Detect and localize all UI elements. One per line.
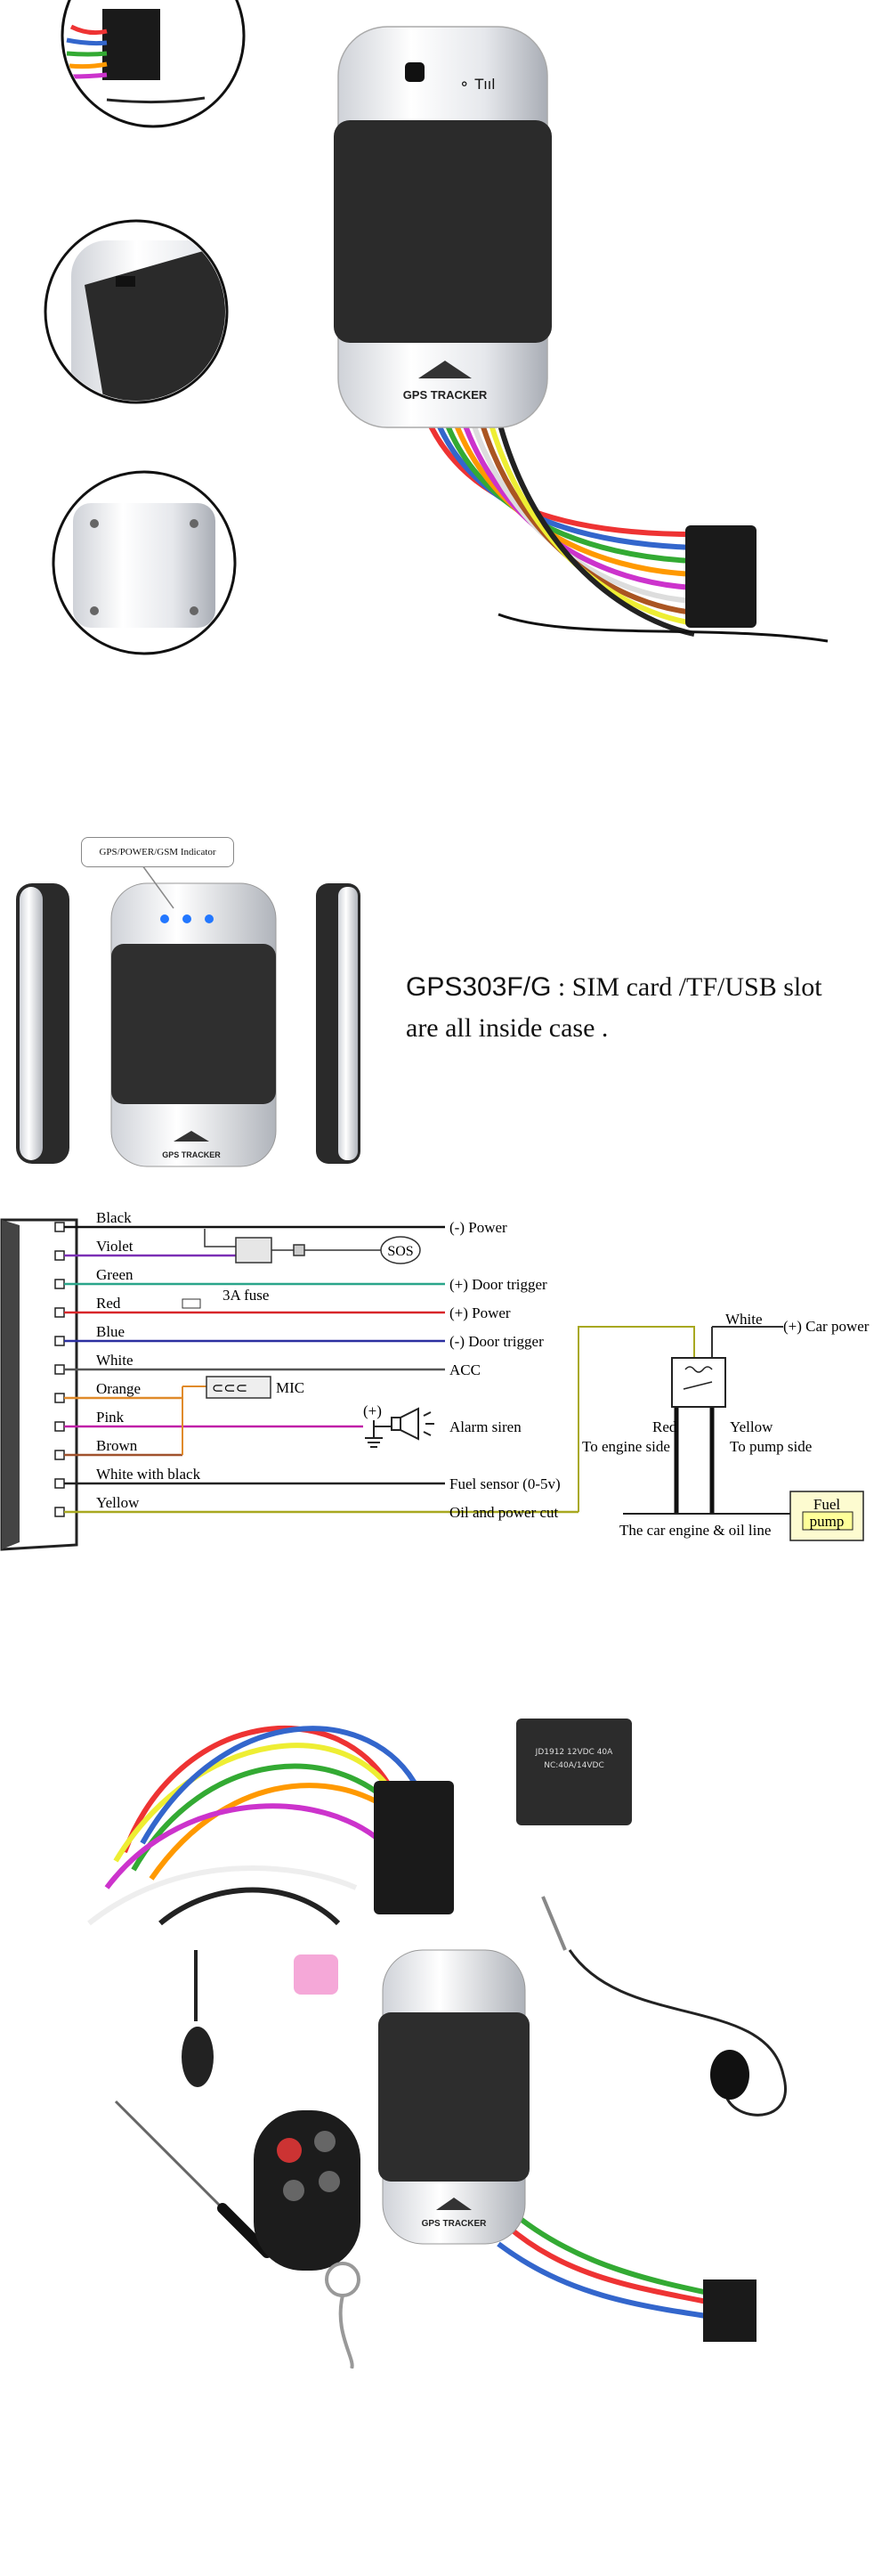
engine-side-label: To engine side: [582, 1438, 670, 1455]
connector-pin: [54, 1364, 65, 1375]
svg-text:⚬ Tııl: ⚬ Tııl: [458, 76, 496, 93]
front-view-brand-text: GPS TRACKER: [162, 1150, 221, 1159]
kit-keyring: [325, 2262, 360, 2297]
wire-function-label: (+) Door trigger: [449, 1276, 547, 1293]
connector-pin: [54, 1393, 65, 1403]
connector-pin: [54, 1507, 65, 1517]
kit-mic-cable: [568, 1949, 787, 2117]
wire-color-label: Black: [96, 1209, 132, 1226]
relay-yellow-label: Yellow: [730, 1418, 773, 1435]
wire-function-label: Alarm siren: [449, 1418, 522, 1435]
wire-function-label: Fuel sensor (0-5v): [449, 1475, 561, 1492]
wire-color-label: Brown: [96, 1437, 138, 1454]
model-name: GPS303F/G: [406, 972, 552, 1002]
relay-spec-1: JD1912 12VDC 40A: [535, 1748, 613, 1757]
connector-pin: [54, 1250, 65, 1261]
kit-section: JD1912 12VDC 40A NC:40A/14VDC GPS TRACKE…: [0, 1656, 890, 2369]
wire-color-label: White: [96, 1352, 134, 1369]
kit-mic: [710, 2050, 749, 2100]
wire-color-label: Pink: [96, 1409, 125, 1426]
connector-pin: [54, 1450, 65, 1460]
fuse-label: 3A fuse: [222, 1287, 269, 1304]
engine-line-label: The car engine & oil line: [619, 1522, 771, 1539]
fuse-element: [182, 1298, 201, 1309]
connector-pin: [54, 1336, 65, 1346]
kit-remote: [254, 2110, 360, 2271]
wire-function-label: ACC: [449, 1361, 481, 1378]
connector-pin: [54, 1421, 65, 1432]
connector-pin: [54, 1307, 65, 1318]
wire-function-label: (+) Power: [449, 1304, 511, 1321]
relay-box: [671, 1357, 726, 1408]
connector-detail: [66, 9, 206, 104]
sos-label: SOS: [387, 1244, 413, 1259]
kit-relay: [516, 1719, 632, 1825]
wire-color-label: Orange: [96, 1380, 141, 1397]
wire-color-label: Green: [96, 1266, 134, 1283]
siren-plus-label: (+): [363, 1402, 382, 1419]
hero-illustration: ⚬ Tııl GPS TRACKER: [44, 0, 829, 655]
kit-dc-plug: [182, 2027, 214, 2087]
wire-function-label: (-) Door trigger: [449, 1333, 544, 1350]
connector-pin: [54, 1478, 65, 1489]
relay-circuit: [578, 1326, 837, 1515]
kit-illustration: JD1912 12VDC 40A NC:40A/14VDC GPS TRACKE…: [87, 1719, 787, 2369]
wire-color-label: White with black: [96, 1466, 201, 1483]
views-illustration: GPS TRACKER: [16, 865, 360, 1167]
slot-headline-line2: are all inside case .: [406, 1013, 609, 1043]
slot-headline: GPS303F/G : SIM card /TF/USB slot: [406, 972, 822, 1003]
wire-color-label: Red: [96, 1295, 121, 1312]
kit-screwdriver-shaft: [114, 2100, 224, 2210]
kit-harness-connector: [374, 1781, 454, 1914]
mic-label: MIC: [276, 1379, 304, 1396]
kit-screwdriver-handle: [217, 2203, 272, 2258]
hero-section: ⚬ Tııl GPS TRACKER: [0, 0, 890, 695]
siren-icon: [365, 1407, 434, 1448]
svg-text:⊂⊂⊂: ⊂⊂⊂: [212, 1379, 247, 1396]
mic-component: [206, 1376, 271, 1399]
relay-white-label: White: [725, 1311, 763, 1328]
kit-harness: [87, 1725, 421, 1926]
car-power-label: (+) Car power: [783, 1318, 870, 1335]
slot-headline-rest: : SIM card /TF/USB slot: [557, 972, 822, 1002]
wire-color-label: Blue: [96, 1323, 125, 1340]
hero-brand-text: GPS TRACKER: [403, 388, 488, 402]
pump-side-label: To pump side: [730, 1438, 812, 1455]
wire-color-label: Yellow: [96, 1494, 140, 1511]
wire-function-label: (-) Power: [449, 1219, 507, 1236]
kit-brand-text: GPS TRACKER: [422, 2219, 488, 2229]
relay-red-label: Red: [652, 1418, 677, 1435]
kit-fuse: [294, 1954, 338, 1995]
wire-function-label: Oil and power cut: [449, 1504, 559, 1521]
connector-pin: [54, 1279, 65, 1289]
connector-pin: [54, 1222, 65, 1232]
sos-switch: [204, 1229, 383, 1264]
kit-tracker-device: GPS TRACKER: [378, 1949, 756, 2342]
fuel-pump-label-2: pump: [810, 1513, 845, 1530]
views-section: GPS TRACKER: [0, 819, 890, 1193]
indicator-callout: GPS/POWER/GSM Indicator: [81, 837, 234, 867]
sos-button: [380, 1236, 421, 1264]
wire-bundle: [425, 417, 695, 637]
wire-connector-plug: [685, 525, 756, 628]
relay-spec-2: NC:40A/14VDC: [544, 1761, 604, 1770]
fuel-pump-label-1: Fuel: [813, 1496, 841, 1513]
wire-color-label: Violet: [96, 1238, 134, 1255]
